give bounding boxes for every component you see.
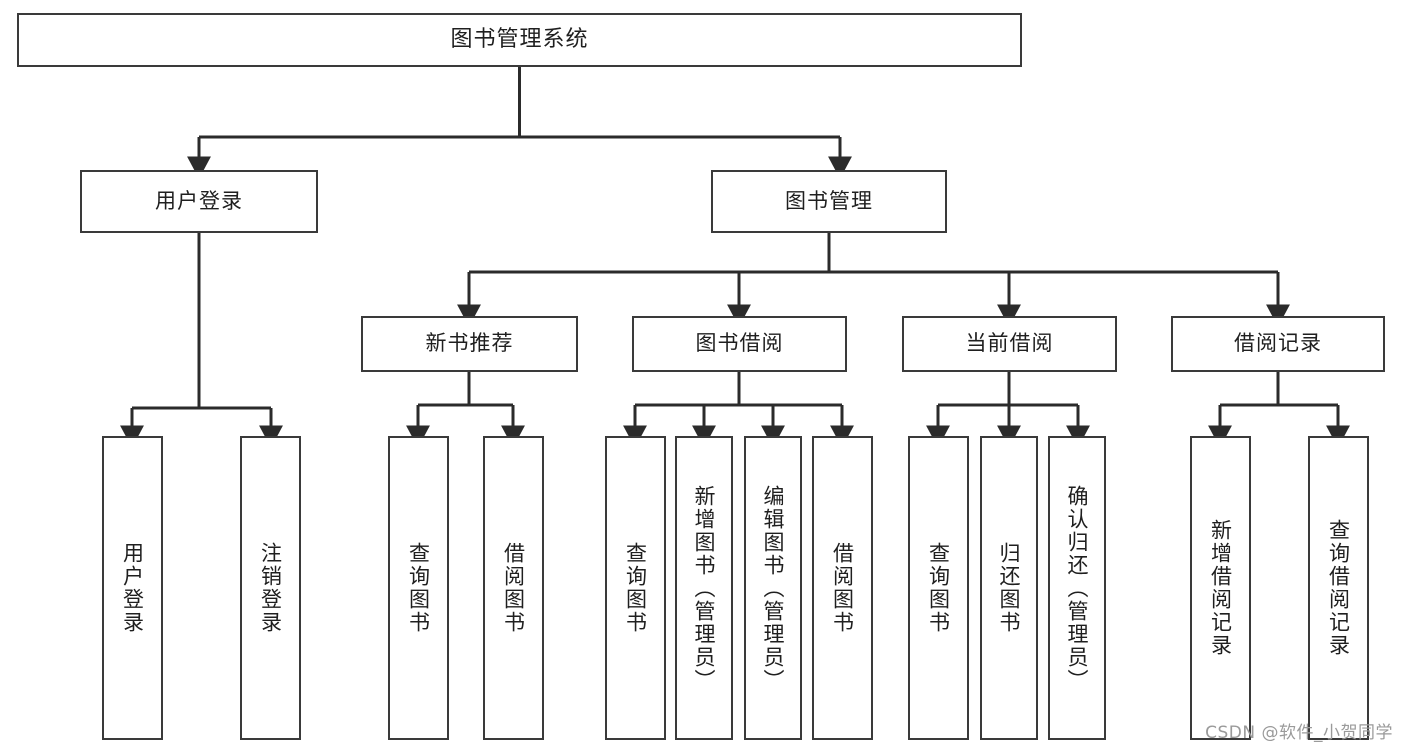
- leaf-label: 查询图书: [623, 542, 648, 634]
- leaf-label: 借阅图书: [830, 542, 855, 634]
- leaf-label: 新增图书（管理员）: [692, 484, 716, 692]
- node-borrow-record[interactable]: 借阅记录: [1171, 316, 1385, 372]
- leaf-label: 查询借阅记录: [1326, 519, 1351, 657]
- leaf-label: 用户登录: [120, 542, 145, 634]
- leaf-label: 查询图书: [926, 542, 951, 634]
- leaf-label: 编辑图书（管理员）: [761, 484, 785, 692]
- csdn-watermark: CSDN @软件_小贺同学: [1205, 723, 1393, 743]
- leaf-query-book-borrow[interactable]: 查询图书: [605, 436, 666, 740]
- leaf-confirm-return-admin[interactable]: 确认归还（管理员）: [1048, 436, 1106, 740]
- node-book-management[interactable]: 图书管理: [711, 170, 947, 233]
- leaf-add-book-admin[interactable]: 新增图书（管理员）: [675, 436, 733, 740]
- leaf-query-book-current[interactable]: 查询图书: [908, 436, 969, 740]
- leaf-label: 新增借阅记录: [1208, 519, 1233, 657]
- leaf-return-book[interactable]: 归还图书: [980, 436, 1038, 740]
- leaf-label: 确认归还（管理员）: [1065, 484, 1089, 692]
- leaf-label: 归还图书: [997, 542, 1021, 634]
- leaf-label: 借阅图书: [501, 542, 526, 634]
- node-book-borrow[interactable]: 图书借阅: [632, 316, 847, 372]
- leaf-label: 注销登录: [258, 542, 283, 634]
- leaf-borrow-book-recommend[interactable]: 借阅图书: [483, 436, 544, 740]
- leaf-borrow-book[interactable]: 借阅图书: [812, 436, 873, 740]
- leaf-logout[interactable]: 注销登录: [240, 436, 301, 740]
- node-root-system[interactable]: 图书管理系统: [17, 13, 1022, 67]
- node-new-book-recommend[interactable]: 新书推荐: [361, 316, 578, 372]
- leaf-add-borrow-record[interactable]: 新增借阅记录: [1190, 436, 1251, 740]
- node-current-borrow[interactable]: 当前借阅: [902, 316, 1117, 372]
- leaf-edit-book-admin[interactable]: 编辑图书（管理员）: [744, 436, 802, 740]
- leaf-query-book-recommend[interactable]: 查询图书: [388, 436, 449, 740]
- node-user-login[interactable]: 用户登录: [80, 170, 318, 233]
- leaf-user-login[interactable]: 用户登录: [102, 436, 163, 740]
- leaf-label: 查询图书: [406, 542, 431, 634]
- leaf-query-borrow-record[interactable]: 查询借阅记录: [1308, 436, 1369, 740]
